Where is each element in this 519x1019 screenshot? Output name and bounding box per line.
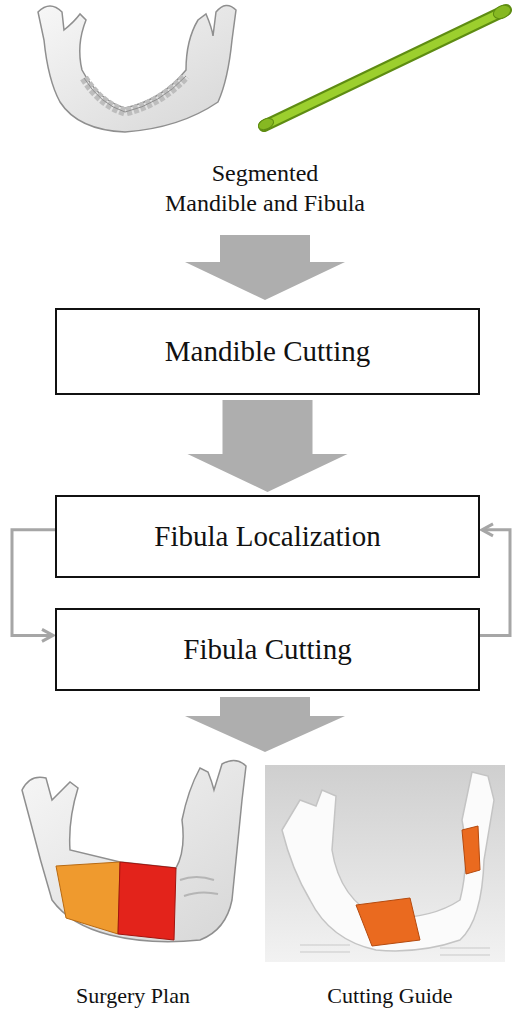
flow-connector bbox=[188, 400, 348, 492]
mandible-model bbox=[38, 5, 236, 132]
fibula-model bbox=[257, 3, 513, 132]
process-box: Fibula Localization bbox=[55, 495, 480, 578]
cutting-guide-photo bbox=[265, 765, 505, 962]
flow-arrow bbox=[185, 235, 345, 300]
surgery-plan-model bbox=[22, 760, 246, 941]
box-label: Mandible Cutting bbox=[165, 335, 370, 368]
caption-label: Surgery Plan bbox=[75, 983, 191, 1009]
flow-connector bbox=[12, 530, 55, 636]
flow-arrow bbox=[185, 697, 345, 752]
process-box: Mandible Cutting bbox=[55, 308, 480, 395]
box-label: Fibula Localization bbox=[154, 520, 380, 553]
caption-label: Cutting Guide bbox=[326, 983, 454, 1009]
flow-connector bbox=[480, 530, 510, 636]
process-box: Fibula Cutting bbox=[55, 608, 480, 691]
caption-label: Segmented Mandible and Fibula bbox=[164, 158, 367, 218]
box-label: Fibula Cutting bbox=[183, 633, 351, 666]
